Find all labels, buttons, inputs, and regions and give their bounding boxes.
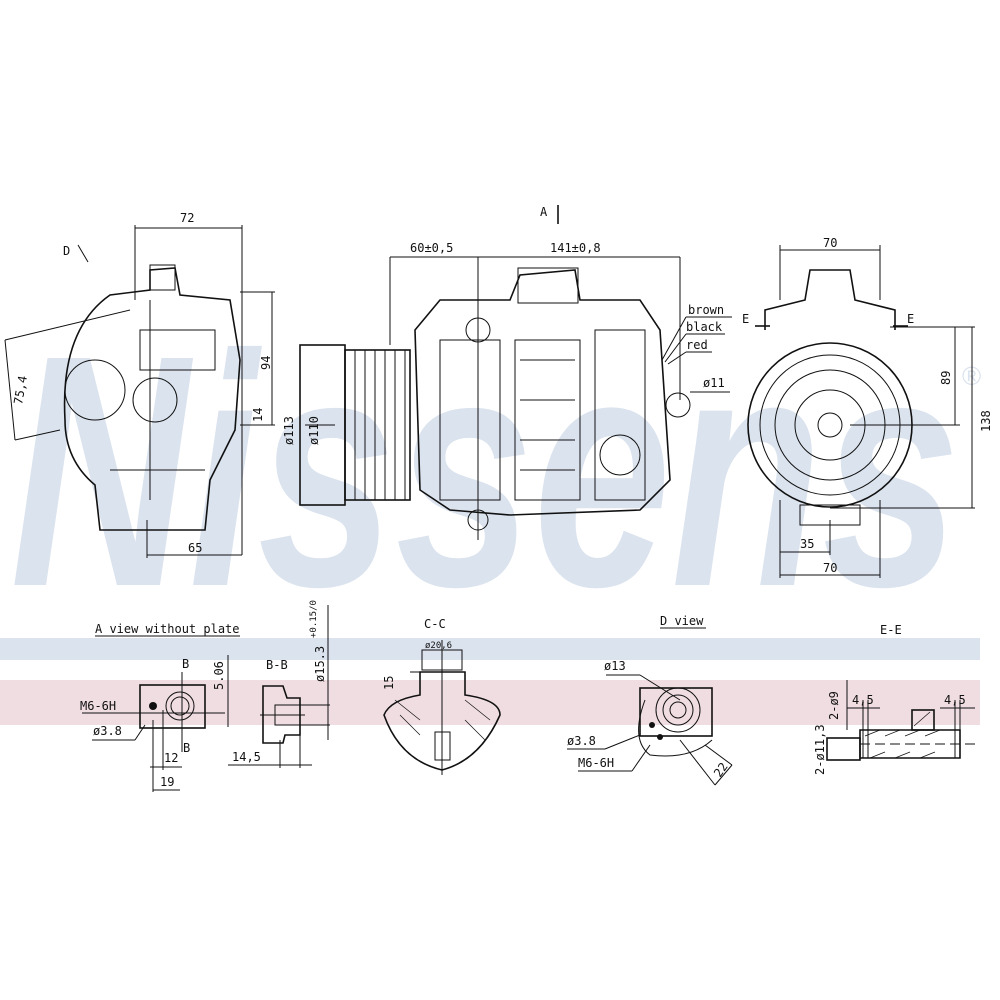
bb-section: B-B ø15.3 +0.15/0 14,5 [228, 600, 330, 768]
dim-94: 94 [259, 356, 273, 370]
dia-11-3: 2-ø11,3 [813, 724, 827, 775]
dim-65: 65 [188, 541, 202, 555]
front-view: A 60±0,5 141±0,8 ø113 ø110 brown black r… [282, 205, 732, 540]
wire-brown-label: brown [688, 303, 724, 317]
section-b-top: B [182, 657, 189, 671]
wire-red-label: red [686, 338, 708, 352]
hole-3-8-d-label: ø3.8 [567, 734, 596, 748]
section-a-label: A [540, 205, 548, 219]
dia-15-3: ø15.3 [313, 646, 327, 682]
dia-20-6: ø20,6 [425, 641, 452, 651]
dim-138: 138 [979, 410, 993, 432]
dim-35: 35 [800, 537, 814, 551]
dim-141: 141±0,8 [550, 241, 601, 255]
thread-m6-d-label: M6-6H [578, 756, 614, 770]
wire-black-label: black [686, 320, 723, 334]
dim-19: 19 [160, 775, 174, 789]
dim-15: 15 [382, 676, 396, 690]
dia-11: ø11 [703, 376, 725, 390]
view-d-label: D [63, 244, 70, 258]
bb-title: B-B [266, 658, 288, 672]
dia-110: ø110 [307, 416, 321, 445]
section-b-bottom: B [183, 741, 190, 755]
ee-section: E-E 2-ø9 4,5 4,5 2-ø11,3 [813, 623, 975, 775]
dim-14: 14 [251, 408, 265, 422]
hole-3-8-label: ø3.8 [93, 724, 122, 738]
dim-60: 60±0,5 [410, 241, 453, 255]
dia-9: 2-ø9 [827, 691, 841, 720]
dia-13: ø13 [604, 659, 626, 673]
dim-5-06: 5.06 [212, 661, 226, 690]
blue-band [0, 638, 980, 660]
ee-title: E-E [880, 623, 902, 637]
end-view: 70 E E 89 138 35 70 [742, 236, 993, 578]
dim-89: 89 [939, 371, 953, 385]
dim-70-top: 70 [823, 236, 837, 250]
section-e-right: E [907, 312, 914, 326]
dia-113: ø113 [282, 416, 296, 445]
dim-75-4: 75,4 [11, 375, 30, 406]
section-e-left: E [742, 312, 749, 326]
tolerance-label: +0.15/0 [309, 600, 319, 638]
cc-section: C-C ø20,6 15 [382, 617, 501, 775]
dim-14-5: 14,5 [232, 750, 261, 764]
dim-22: 22 [711, 760, 731, 780]
side-view: D 72 75,4 94 14 65 [4, 211, 275, 558]
dim-72: 72 [180, 211, 194, 225]
d-view-detail: D view ø13 ø3.8 M6-6H 22 [567, 614, 733, 786]
dim-12: 12 [164, 751, 178, 765]
dim-70-bottom: 70 [823, 561, 837, 575]
d-view-title: D view [660, 614, 704, 628]
a-view-title: A view without plate [95, 622, 240, 636]
a-view-detail: A view without plate B 5.06 M6-6H ø3.8 1… [80, 622, 240, 792]
cc-title: C-C [424, 617, 446, 631]
thread-m6-label: M6-6H [80, 699, 116, 713]
